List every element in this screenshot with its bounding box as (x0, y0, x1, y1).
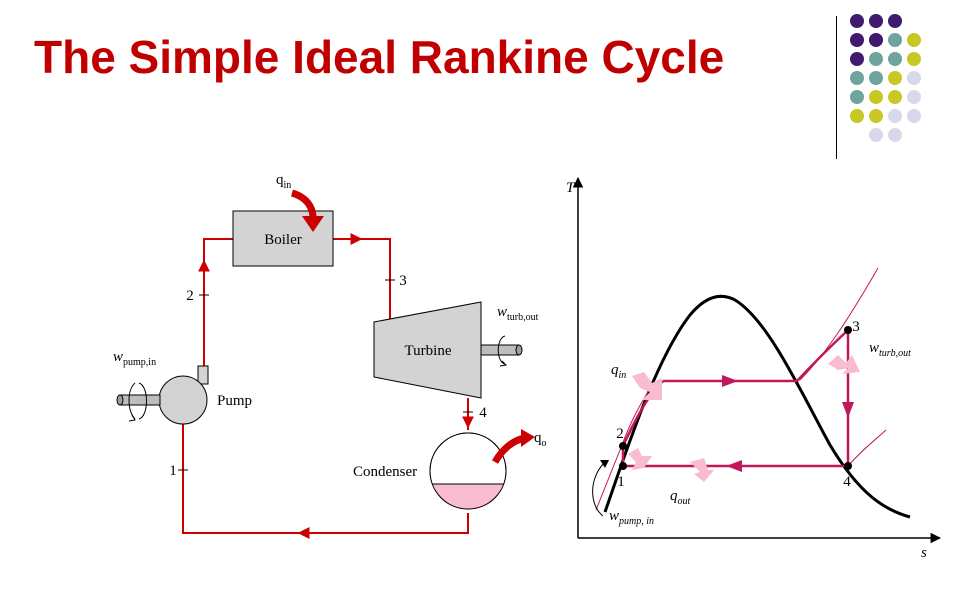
decor-dot (869, 90, 883, 104)
saturation-dome (603, 294, 911, 519)
decor-dot (850, 14, 864, 28)
arrow-expansion (842, 402, 854, 418)
ts-point-1 (619, 462, 627, 470)
q-in-arrow (632, 372, 662, 400)
decor-dot (869, 71, 883, 85)
decor-dot (850, 109, 864, 123)
ts-w-turb-label: wturb,out (869, 340, 911, 359)
pump-outlet (197, 365, 209, 385)
piping (182, 233, 474, 539)
turbine-body (373, 301, 482, 399)
decor-dot (888, 33, 902, 47)
t-axis-label: T (566, 180, 576, 196)
decor-dot (888, 71, 902, 85)
process-superheat (796, 329, 849, 382)
cycle-w-pump-label: wpump,in (113, 349, 156, 368)
ts-q-out-label: qout (670, 488, 691, 507)
state-3-label: 3 (399, 273, 407, 289)
decor-dot (869, 52, 883, 66)
ts-w-pump-label: wpump, in (609, 508, 654, 527)
turbine-rotation-arrow (497, 335, 506, 365)
ts-point-4 (844, 462, 852, 470)
decor-dot (869, 14, 883, 28)
ts-point-1-label: 1 (617, 474, 625, 490)
decor-dot (888, 128, 902, 142)
constant-pressure-line-high (799, 267, 879, 381)
constant-pressure-line-low (847, 429, 887, 467)
decor-dot (850, 71, 864, 85)
state-1-label: 1 (169, 463, 177, 479)
ts-point-2 (619, 442, 627, 450)
decor-dot (869, 128, 883, 142)
condenser-label: Condenser (353, 464, 417, 480)
cycle-q-out-label: qo (534, 430, 547, 449)
w-turb-arrow (828, 355, 860, 374)
decor-dot (907, 33, 921, 47)
w-pump-curve (592, 462, 605, 517)
q-out-arrow (690, 458, 714, 482)
decor-dot (888, 14, 902, 28)
state-2-label: 2 (186, 288, 194, 304)
ts-point-3-label: 3 (852, 319, 860, 335)
boiler-label: Boiler (264, 232, 302, 248)
decor-dot (850, 90, 864, 104)
cycle-w-turb-label: wturb,out (497, 304, 539, 323)
turbine-label: Turbine (405, 343, 452, 359)
decor-dot (850, 33, 864, 47)
decor-dot (869, 33, 883, 47)
title-divider (836, 16, 837, 159)
ts-point-4-label: 4 (843, 474, 851, 490)
s-axis-label: s (921, 545, 927, 561)
decor-dot (907, 71, 921, 85)
w-pump-arrow (628, 448, 652, 470)
decor-dot (907, 52, 921, 66)
decor-dot (869, 109, 883, 123)
arrow-condensation (726, 460, 742, 472)
arrow-evaporation (722, 375, 738, 387)
ts-point-3 (844, 326, 852, 334)
decor-dot (888, 52, 902, 66)
pump-rotation-arrow (138, 382, 147, 420)
decor-dot (907, 109, 921, 123)
decor-dot (888, 109, 902, 123)
energy-arrows (628, 355, 860, 482)
ts-q-in-label: qin (611, 362, 626, 381)
ts-point-2-label: 2 (616, 426, 624, 442)
slide-title: The Simple Ideal Rankine Cycle (34, 31, 725, 83)
pump-label: Pump (217, 393, 252, 409)
state-4-label: 4 (479, 405, 487, 421)
decor-dot (888, 90, 902, 104)
cycle-q-in-label: qin (276, 172, 291, 191)
decor-dot (850, 52, 864, 66)
decor-dot (907, 90, 921, 104)
